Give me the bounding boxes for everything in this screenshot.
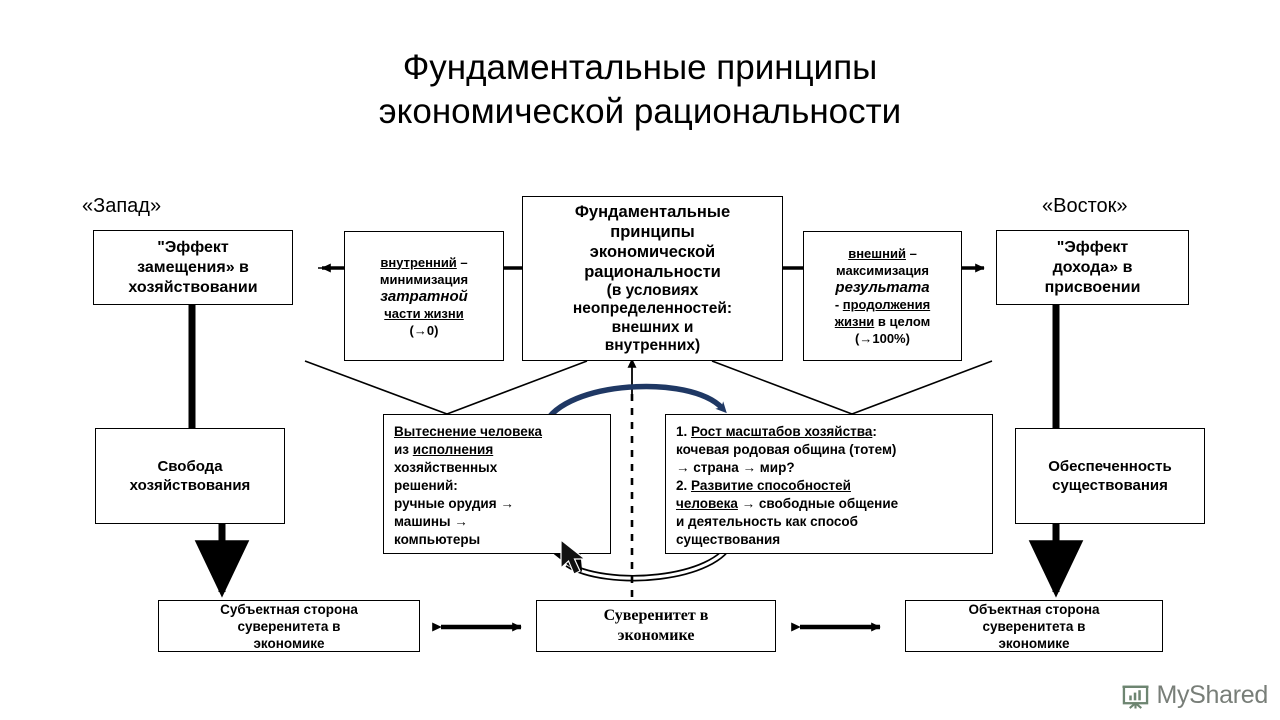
growth-line-6: и деятельность как способ xyxy=(676,514,858,529)
internal-label-line-2: минимизация xyxy=(379,271,469,287)
box-freedom-of-management[interactable]: Свобода хозяйствования xyxy=(95,428,285,524)
growth-line-4: 2. Развитие способностей xyxy=(676,478,851,493)
box-external-principle-label[interactable]: внешний – максимизация результата - прод… xyxy=(803,231,962,361)
freedom-line-1: Свобода xyxy=(157,458,223,475)
freedom-line-2: хозяйствования xyxy=(129,477,251,494)
east-effect-line-3: присвоении xyxy=(1044,278,1141,296)
objective-line-1: Объектная сторона xyxy=(968,601,1100,617)
displacement-line-5: ручные орудия → xyxy=(394,496,514,511)
box-economic-sovereignty[interactable]: Суверенитет в экономике xyxy=(536,600,776,652)
east-caption: «Восток» xyxy=(1042,195,1128,217)
growth-line-5: человека → свободные общение xyxy=(676,496,899,511)
west-effect-line-2: замещения» в xyxy=(137,258,249,276)
displacement-line-7: компьютеры xyxy=(394,532,481,547)
center-line-8: внутренних) xyxy=(604,337,701,354)
east-effect-line-1: "Эффект xyxy=(1056,238,1129,256)
west-effect-line-1: "Эффект xyxy=(157,238,229,256)
center-line-1: Фундаментальные xyxy=(574,202,731,221)
displacement-line-4: решений: xyxy=(394,478,458,493)
internal-label-line-5: (→0) xyxy=(409,322,439,338)
box-west-effect[interactable]: "Эффект замещения» в хозяйствовании xyxy=(93,230,293,305)
center-line-3: экономической xyxy=(589,242,716,261)
objective-line-2: суверенитета в xyxy=(982,618,1086,634)
center-line-7: внешних и xyxy=(611,318,694,336)
box-east-effect[interactable]: "Эффект дохода» в присвоении xyxy=(996,230,1189,305)
subjective-line-1: Субъектная сторона xyxy=(220,601,358,617)
title-line-2: экономической рациональности xyxy=(378,92,902,131)
west-caption: «Запад» xyxy=(82,195,162,217)
external-label-line-4: - продолжения xyxy=(834,297,931,312)
growth-line-1: 1. Рост масштабов хозяйства: xyxy=(676,424,877,439)
external-label-line-5: жизни в целом xyxy=(834,314,931,329)
subjective-line-3: экономике xyxy=(253,635,325,651)
displacement-line-3: хозяйственных xyxy=(394,460,498,475)
security-line-2: существования xyxy=(1052,477,1168,494)
displacement-line-6: машины → xyxy=(394,514,468,529)
growth-line-2: кочевая родовая община (тотем) xyxy=(676,442,897,457)
internal-label-line-3: затратной xyxy=(380,287,468,305)
center-line-4: рациональности xyxy=(584,262,721,281)
east-effect-line-2: дохода» в xyxy=(1052,258,1133,276)
displacement-line-1: Вытеснение человека xyxy=(394,424,542,439)
growth-line-7: существования xyxy=(676,532,781,547)
box-internal-principle-label[interactable]: внутренний – минимизация затратной части… xyxy=(344,231,504,361)
box-growth-and-development[interactable]: 1. Рост масштабов хозяйства: кочевая род… xyxy=(665,414,993,554)
presentation-board-icon xyxy=(1122,685,1149,709)
external-label-line-2: максимизация xyxy=(836,263,929,278)
security-line-1: Обеспеченность xyxy=(1048,458,1172,475)
internal-label-line-4: части жизни xyxy=(384,305,464,321)
page-title: Фундаментальные принципы экономической р… xyxy=(0,46,1280,134)
sovereignty-line-2: экономике xyxy=(617,627,695,644)
watermark: MyShared xyxy=(1122,681,1268,710)
box-existence-security[interactable]: Обеспеченность существования xyxy=(1015,428,1205,524)
growth-line-3: → страна → мир? xyxy=(676,460,795,475)
external-label-line-1: внешний – xyxy=(848,246,917,261)
external-label-line-3: результата xyxy=(835,279,930,296)
center-line-2: принципы xyxy=(610,222,695,241)
box-human-displacement[interactable]: Вытеснение человека из исполнения хозяйс… xyxy=(383,414,611,554)
subjective-line-2: суверенитета в xyxy=(237,618,341,634)
sovereignty-line-1: Суверенитет в xyxy=(603,607,709,624)
objective-line-3: экономике xyxy=(998,635,1070,651)
internal-label-line-1: внутренний – xyxy=(380,254,468,270)
watermark-text: MyShared xyxy=(1156,681,1268,709)
external-label-line-6: (→100%) xyxy=(855,331,910,346)
mouse-cursor-icon xyxy=(560,538,587,575)
center-line-5: (в условиях xyxy=(606,281,699,299)
box-subjective-side[interactable]: Субъектная сторона суверенитета в эконом… xyxy=(158,600,420,652)
center-line-6: неопределенностей: xyxy=(572,300,733,317)
west-effect-line-3: хозяйствовании xyxy=(128,278,258,296)
title-line-1: Фундаментальные принципы xyxy=(402,48,878,87)
box-central-principles[interactable]: Фундаментальные принципы экономической р… xyxy=(522,196,783,361)
box-objective-side[interactable]: Объектная сторона суверенитета в экономи… xyxy=(905,600,1163,652)
displacement-line-2: из исполнения xyxy=(394,442,494,457)
